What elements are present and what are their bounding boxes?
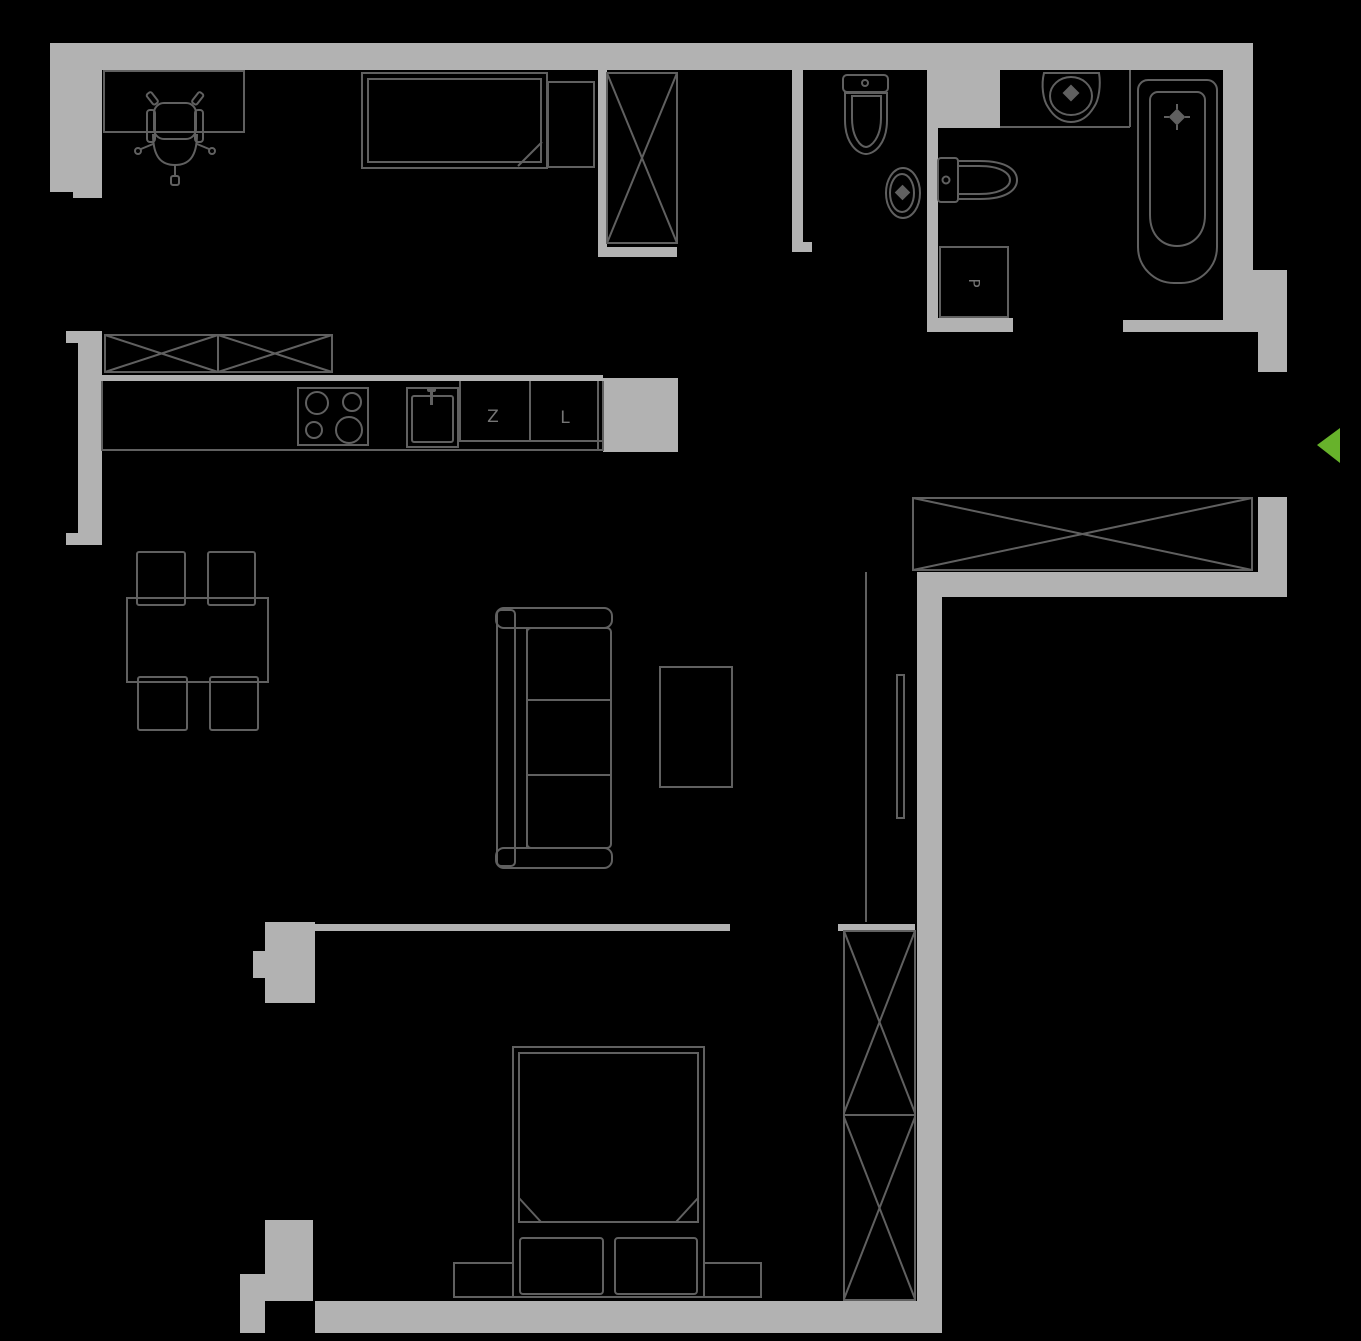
dining-table xyxy=(127,598,268,682)
blanket-fold xyxy=(519,1198,541,1222)
faucet-icon xyxy=(1064,86,1078,100)
office-chair xyxy=(135,91,215,185)
wall-wc-divider xyxy=(927,128,938,332)
sink-counter xyxy=(1000,70,1130,127)
thin-wall-bedroom-left xyxy=(315,924,730,931)
burner xyxy=(343,393,361,411)
sofa-armrest xyxy=(496,608,612,628)
faucet-icon xyxy=(427,387,436,392)
wall-hall-bottom xyxy=(917,572,1287,597)
blanket-fold xyxy=(676,1198,698,1222)
nightstand xyxy=(454,1263,513,1297)
blanket-fold xyxy=(518,142,542,166)
sofa-backrest xyxy=(497,610,515,866)
dishwasher-label: Z xyxy=(487,407,499,427)
desk xyxy=(104,71,244,132)
toilet-bowl xyxy=(958,161,1017,199)
thin-wall-kitchen-back xyxy=(102,375,603,381)
wall-hall-vertical xyxy=(917,572,942,1333)
wall-left-upper-step xyxy=(73,192,102,198)
wall-bedroom-corner xyxy=(240,1274,265,1333)
dining-chair xyxy=(137,552,185,605)
sofa xyxy=(496,608,612,868)
sofa-armrest xyxy=(496,848,612,868)
burner xyxy=(306,422,322,438)
kitchen-counter xyxy=(102,381,603,450)
wall-bedroom-left-lower xyxy=(265,1220,313,1301)
kitchen-sink xyxy=(407,387,458,447)
bathroom-sink xyxy=(1043,73,1100,122)
toilet-wc2 xyxy=(938,158,1017,202)
wall-right-upper xyxy=(1223,43,1253,270)
pillow xyxy=(520,1238,603,1294)
washing-machine xyxy=(940,247,1008,317)
double-bed xyxy=(513,1047,704,1297)
wall-left-kitchen-tab-bottom xyxy=(66,533,78,545)
hall-wardrobe xyxy=(913,498,1252,570)
tv xyxy=(897,675,904,818)
chair-headrest-left xyxy=(146,91,159,105)
chair-headrest-right xyxy=(191,91,204,105)
dining-chair xyxy=(138,677,187,730)
wall-left-upper xyxy=(50,43,102,192)
kitchen-wall-cabinets xyxy=(105,335,332,372)
washbasin-wc1 xyxy=(886,168,920,218)
bedside-unit xyxy=(548,82,594,167)
burner xyxy=(306,392,328,414)
entrance-arrow-icon xyxy=(1317,428,1340,463)
bedroom-wardrobe xyxy=(844,931,915,1300)
fridge-label: L xyxy=(560,408,570,428)
faucet-icon xyxy=(430,391,433,405)
nightstands xyxy=(454,1263,761,1297)
wall-top xyxy=(50,43,1253,70)
tall-wardrobe-nook xyxy=(607,73,677,243)
wall-bedroom-left-upper xyxy=(265,922,315,1003)
toilet-bowl xyxy=(845,93,887,154)
wall-entry-upper xyxy=(1258,320,1287,372)
pillow xyxy=(615,1238,697,1294)
flush-button xyxy=(943,177,950,184)
chair-seat xyxy=(154,103,196,139)
washing-machine-label: P xyxy=(965,278,983,288)
coffee-table xyxy=(660,667,732,787)
toilet-tank xyxy=(843,75,888,92)
sofa-seats xyxy=(527,628,611,848)
wall-left-kitchen-tab-top xyxy=(66,331,78,343)
toilet-wc1 xyxy=(843,75,888,154)
toilet-tank xyxy=(938,158,958,202)
wall-left-kitchen xyxy=(78,331,102,545)
chair-armrest-left xyxy=(147,110,155,142)
wall-wc-divider-foot xyxy=(927,318,1013,332)
burner xyxy=(336,417,362,443)
wall-office-divider xyxy=(598,70,607,252)
faucet-icon xyxy=(1170,110,1184,124)
nightstand xyxy=(704,1263,761,1297)
wall-bottom xyxy=(315,1301,942,1333)
dining-chairs xyxy=(137,552,258,730)
stove xyxy=(298,388,368,445)
wall-bedroom-left-tab xyxy=(253,951,265,978)
dining-chair xyxy=(210,677,258,730)
wall-bathroom-block xyxy=(927,46,1000,128)
wall-bathroom-bottom xyxy=(1123,320,1258,332)
thin-wall-bedroom-right xyxy=(838,924,915,931)
bathtub xyxy=(1138,80,1217,283)
dining-chair xyxy=(208,552,255,605)
wall-right-step xyxy=(1223,270,1287,320)
faucet-icon xyxy=(896,186,909,199)
single-bed xyxy=(362,73,547,168)
wall-nook-right xyxy=(792,70,803,252)
flush-button xyxy=(862,80,868,86)
wall-kitchen-end-block xyxy=(603,378,678,452)
chair-armrest-right xyxy=(195,110,203,142)
wall-nook-right-foot xyxy=(792,242,812,252)
wall-office-divider-foot xyxy=(598,247,677,257)
